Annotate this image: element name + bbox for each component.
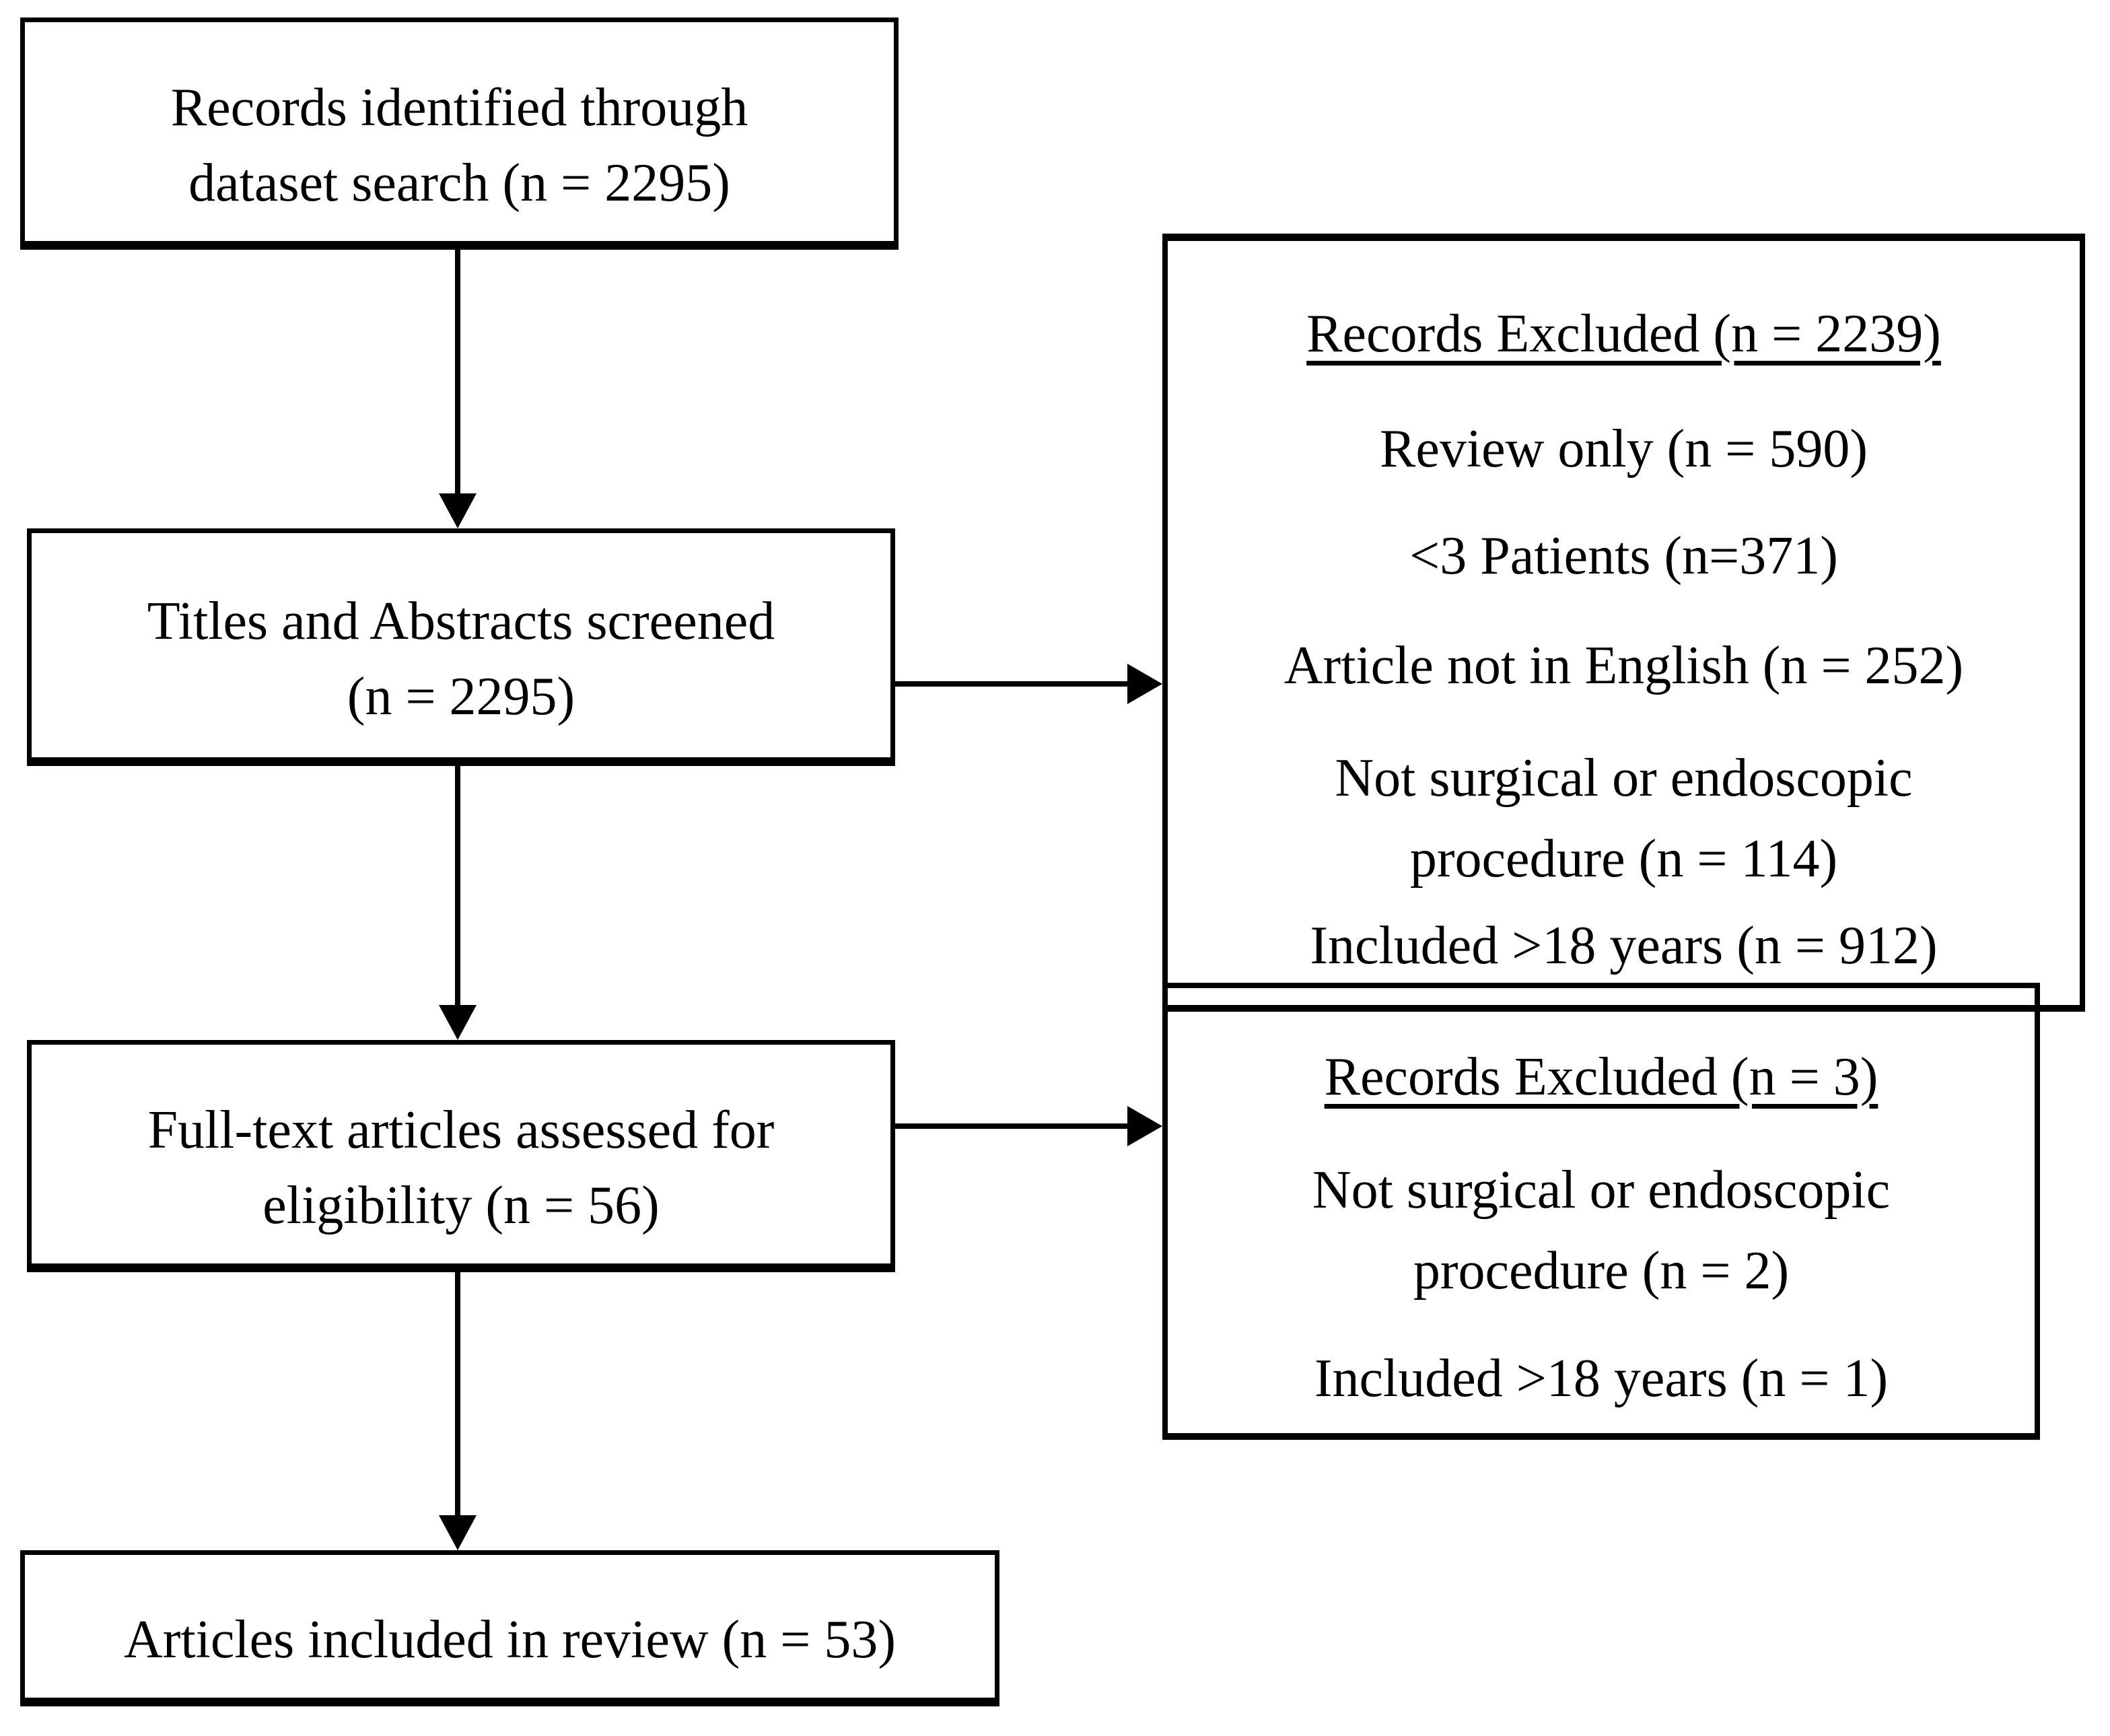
box-fulltext-assessed-line-2: eligibility (n = 56) (262, 1175, 660, 1235)
records-excluded-screening-title: Records Excluded (n = 2239) (1306, 304, 1941, 363)
excluded-fulltext-item-not-surgical-line-2: procedure (n = 2) (1413, 1241, 1790, 1300)
excluded-item-not-surgical: Not surgical or endoscopic procedure (n … (1168, 738, 2080, 899)
box-records-identified-line-2: dataset search (n = 2295) (188, 153, 730, 213)
arrow-fulltext-to-included-shaft (455, 1272, 460, 1515)
excluded-fulltext-item-not-surgical: Not surgical or endoscopic procedure (n … (1168, 1150, 2035, 1311)
records-excluded-fulltext-title: Records Excluded (n = 3) (1324, 1047, 1878, 1107)
arrow-screened-to-fulltext-shaft (455, 766, 460, 1005)
arrow-fulltext-to-excluded-head-icon (1127, 1106, 1162, 1146)
arrow-screened-to-excluded-head-icon (1127, 664, 1162, 704)
box-fulltext-assessed-line-1: Full-text articles assessed for (147, 1100, 775, 1160)
box-titles-abstracts-screened-line-1: Titles and Abstracts screened (147, 591, 775, 651)
box-records-identified: Records identified through dataset searc… (20, 18, 899, 250)
box-titles-abstracts-screened: Titles and Abstracts screened (n = 2295) (27, 528, 895, 766)
arrow-fulltext-to-excluded-shaft (895, 1123, 1127, 1129)
arrow-identified-to-screened-head-icon (439, 493, 477, 528)
arrow-screened-to-fulltext-head-icon (439, 1005, 477, 1040)
excluded-item-review-only: Review only (n = 590) (1380, 419, 1868, 479)
excluded-fulltext-item-over-18: Included >18 years (n = 1) (1314, 1349, 1889, 1408)
excluded-fulltext-item-not-surgical-line-1: Not surgical or endoscopic (1312, 1160, 1891, 1220)
excluded-item-not-surgical-line-1: Not surgical or endoscopic (1335, 749, 1913, 808)
box-fulltext-assessed: Full-text articles assessed for eligibil… (27, 1040, 895, 1272)
excluded-item-over-18: Included >18 years (n = 912) (1310, 916, 1938, 975)
box-articles-included-line-1: Articles included in review (n = 53) (124, 1610, 896, 1669)
arrow-fulltext-to-included-head-icon (439, 1515, 477, 1550)
excluded-item-not-english: Article not in English (n = 252) (1283, 636, 1964, 695)
box-titles-abstracts-screened-line-2: (n = 2295) (347, 666, 575, 726)
box-records-excluded-screening: Records Excluded (n = 2239) Review only … (1162, 234, 2085, 1012)
box-articles-included: Articles included in review (n = 53) (20, 1550, 999, 1706)
excluded-item-lt3-patients: <3 Patients (n=371) (1409, 526, 1838, 586)
box-records-excluded-fulltext: Records Excluded (n = 3) Not surgical or… (1162, 983, 2040, 1440)
arrow-screened-to-excluded-shaft (895, 681, 1127, 687)
box-records-identified-line-1: Records identified through (170, 77, 748, 137)
arrow-identified-to-screened-shaft (455, 250, 460, 495)
excluded-item-not-surgical-line-2: procedure (n = 114) (1409, 829, 1838, 889)
